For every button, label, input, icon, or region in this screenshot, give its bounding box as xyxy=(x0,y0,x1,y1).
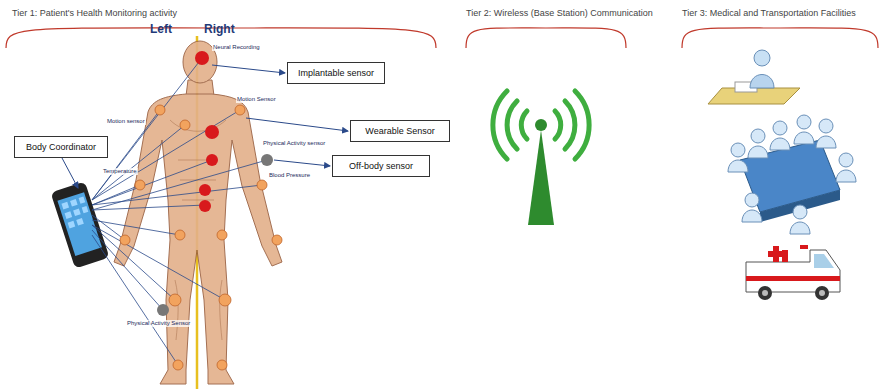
box-text: Off-body sensor xyxy=(349,161,413,171)
sensor-label: Blood Pressure xyxy=(268,172,311,179)
category-box: Body Coordinator xyxy=(14,136,108,158)
tier-heading: Tier 3: Medical and Transportation Facil… xyxy=(682,8,856,18)
side-label: Right xyxy=(204,22,235,36)
category-box: Wearable Sensor xyxy=(350,120,450,142)
wearable-sensor-dot xyxy=(120,105,282,370)
base-station-tower xyxy=(493,91,589,225)
ambulance-icon xyxy=(746,245,840,300)
sensor-label: Motion Sensor xyxy=(236,96,277,103)
box-text: Wearable Sensor xyxy=(365,126,434,136)
box-text: Body Coordinator xyxy=(26,142,96,152)
tier-bracket xyxy=(6,28,878,48)
meeting-icon xyxy=(728,115,856,234)
sensor-label: Temperature xyxy=(102,168,138,175)
category-box: Implantable sensor xyxy=(287,62,385,84)
off-body-sensor-dot xyxy=(157,154,273,316)
human-body xyxy=(114,41,282,384)
sensor-label: Motion sensor xyxy=(106,118,146,125)
sensor-label: Neural Recording xyxy=(212,44,261,51)
sensor-label: Physical Activity Sensor xyxy=(126,320,191,327)
category-box: Off-body sensor xyxy=(332,155,430,177)
doctor-desk-icon xyxy=(708,50,800,104)
sensor-label: Physical Activity sensor xyxy=(262,140,326,147)
tier-heading: Tier 1: Patient's Health Monitoring acti… xyxy=(12,8,177,18)
side-label: Left xyxy=(150,22,172,36)
muscle-lines xyxy=(170,120,226,340)
implant-sensor-dot xyxy=(195,51,219,212)
box-text: Implantable sensor xyxy=(298,68,374,78)
wireless-link xyxy=(92,58,267,365)
tier-heading: Tier 2: Wireless (Base Station) Communic… xyxy=(466,8,653,18)
